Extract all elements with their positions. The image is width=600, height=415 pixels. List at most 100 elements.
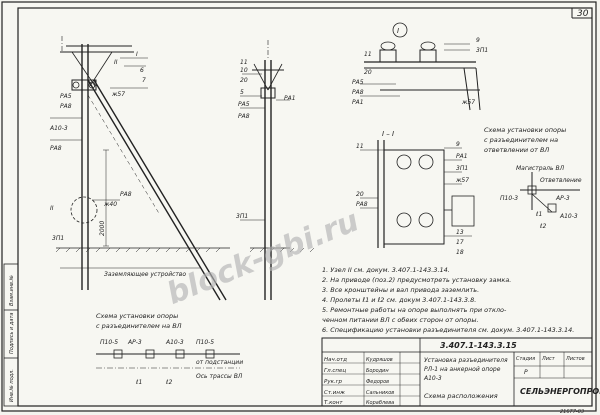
tb-signer-3: Федоров xyxy=(366,379,389,385)
page-number: 30 xyxy=(577,9,589,19)
note-6: 6. Спецификацию установки разъединителя … xyxy=(322,326,574,334)
section-label-10: 18 xyxy=(456,249,464,256)
scheme-branch-title-2: с разъединителем на xyxy=(484,136,558,144)
section-label-9: 17 xyxy=(456,239,464,246)
tb-stage-value: Р xyxy=(524,369,528,376)
note-2: 2. На приводе (поз.2) предусмотреть уста… xyxy=(322,276,511,284)
tb-sheets-head: Листов xyxy=(565,356,585,362)
inner-frame xyxy=(17,7,593,407)
view-node-top-labels: I 9 3П1 11 20 РА5 РА8 РА1 ж57 xyxy=(352,27,488,106)
scheme-branch-label-2: Ответвление xyxy=(540,177,582,184)
tb-footer-code: 21677-03 xyxy=(560,409,584,415)
scheme-line-label-2: АР-3 xyxy=(127,339,142,346)
section-drawing xyxy=(360,140,475,248)
view-mid-label-6: РА8 xyxy=(238,113,250,120)
notes: 1. Узел II см. докум. 3.407.1-143.3.14. … xyxy=(322,266,574,334)
note-3: 3. Все кронштейны и вал привода заземлит… xyxy=(322,286,479,294)
scheme-line-title-2: с разъединителем на ВЛ xyxy=(96,322,182,330)
tb-role-2: Гл.спец xyxy=(324,368,346,374)
view-left-label-8: II xyxy=(50,205,54,212)
view-mid-label-2: 10 xyxy=(240,67,248,74)
view-mid-label-7: РА1 xyxy=(284,95,296,102)
scheme-line-label-3: А10-3 xyxy=(165,339,184,346)
scheme-line-title-1: Схема установки опоры xyxy=(96,312,178,320)
tb-signer-5: Кораблева xyxy=(366,400,394,406)
scheme-branch-label-4: А10-3 xyxy=(559,213,578,220)
scheme-branch: Схема установки опоры с разъединителем н… xyxy=(484,126,582,230)
node-marker: I xyxy=(397,27,399,35)
node-label-3: 11 xyxy=(364,51,372,58)
section-label-2: 9 xyxy=(456,141,460,148)
side-stamp-replace: Взам.инв.№ xyxy=(9,275,15,306)
tb-sheet-caption: Схема расположения xyxy=(424,392,498,400)
section-label-1: 11 xyxy=(356,143,364,150)
title-block-frame xyxy=(321,337,593,407)
tb-sheet-head: Лист xyxy=(541,356,556,362)
scheme-branch-label-6: ℓ1 xyxy=(535,211,542,218)
node-label-4: 20 xyxy=(364,69,372,76)
section-label-4: 3П1 xyxy=(456,165,468,172)
tb-desc-2: РЛ-1 на анкерной опоре xyxy=(424,366,501,373)
scheme-branch-title-1: Схема установки опоры xyxy=(484,126,566,134)
scheme-line-label-1: П10-5 xyxy=(100,339,118,346)
view-mid-pole xyxy=(240,40,315,300)
scheme-branch-label-5: АР-3 xyxy=(555,195,570,202)
section-title: I – I xyxy=(382,130,394,138)
node-label-8: ж57 xyxy=(461,99,475,106)
view-left-label-1: I xyxy=(136,51,138,58)
scheme-branch-label-3: П10-3 xyxy=(500,195,518,202)
section-label-6: РА8 xyxy=(356,201,368,208)
tb-signer-2: Бородин xyxy=(366,368,389,374)
note-5b: ченном питании ВЛ с обеих сторон от опор… xyxy=(322,316,479,324)
view-left-label-3: РА5 xyxy=(60,93,72,100)
scheme-line-label-7: от подстанции xyxy=(196,359,243,366)
tb-signer-4: Сальников xyxy=(366,390,394,396)
scheme-line-label-8: Ось трассы ВЛ xyxy=(196,373,243,380)
tb-desc-1: Установка разъединителя xyxy=(424,357,508,364)
doc-code: 3.407.1-143.3.15 xyxy=(440,341,517,350)
note-4: 4. Пролеты ℓ1 и ℓ2 см. докум 3.407.1-143… xyxy=(322,296,476,304)
section-label-8: 13 xyxy=(456,229,464,236)
scheme-branch-title-3: ответвлении от ВЛ xyxy=(484,146,549,154)
tb-role-3: Рук.гр xyxy=(324,379,343,385)
scheme-line: Схема установки опоры с разъединителем н… xyxy=(96,312,243,386)
section-label-3: РА1 xyxy=(456,153,468,160)
node-label-5: РА5 xyxy=(352,79,364,86)
side-stamp-sign: Подпись и дата xyxy=(9,313,15,354)
title-block: 3.407.1-143.3.15 Нач.отд Гл.спец Рук.гр … xyxy=(324,341,600,415)
view-left-label-13: ж40 xyxy=(103,201,117,208)
view-left-label-11: 7 xyxy=(142,77,146,84)
view-left-label-10: 6 xyxy=(140,67,144,74)
node-label-7: РА1 xyxy=(352,99,364,106)
node-label-2: 3П1 xyxy=(476,47,488,54)
side-stamp-inv: Инв.№ подл. xyxy=(9,369,15,402)
view-left-labels: I II РА5 РА8 А10-3 РА8 РА8 II 3П1 6 7 ж5… xyxy=(49,51,186,278)
tb-role-5: Т.конт xyxy=(324,400,343,406)
section-label-7: ж57 xyxy=(455,177,469,184)
tb-stage-head: Стадия xyxy=(516,356,535,362)
view-left-label-5: А10-3 xyxy=(49,125,68,132)
scheme-line-label-6: ℓ2 xyxy=(165,379,172,386)
scheme-branch-label-1: Магистраль ВЛ xyxy=(516,165,565,172)
note-1: 1. Узел II см. докум. 3.407.1-143.3.14. xyxy=(322,266,450,274)
tb-role-1: Нач.отд xyxy=(324,357,347,363)
view-left-label-12: ж57 xyxy=(111,91,125,98)
scheme-line-label-4: П10-5 xyxy=(196,339,214,346)
view-mid-labels: 11 10 20 5 РА5 РА8 РА1 3П1 xyxy=(236,59,296,220)
scheme-branch-label-7: ℓ2 xyxy=(539,223,546,230)
node-label-1: 9 xyxy=(476,37,480,44)
view-left-label-2: II xyxy=(114,59,118,66)
view-mid-label-3: 20 xyxy=(240,77,248,84)
view-left-label-6: РА8 xyxy=(50,145,62,152)
section-labels: I – I 11 9 РА1 3П1 20 РА8 ж57 13 17 18 xyxy=(356,130,469,256)
view-mid-label-8: 3П1 xyxy=(236,213,248,220)
node-label-6: РА8 xyxy=(352,89,364,96)
side-stamp: Инв.№ подл. Подпись и дата Взам.инв.№ xyxy=(3,263,19,407)
view-left-dimension: 2000 xyxy=(99,221,106,236)
section-label-5: 20 xyxy=(356,191,364,198)
ground-label: Заземляющее устройство xyxy=(104,271,186,278)
scheme-line-label-5: ℓ1 xyxy=(135,379,142,386)
view-mid-label-5: РА5 xyxy=(238,101,250,108)
